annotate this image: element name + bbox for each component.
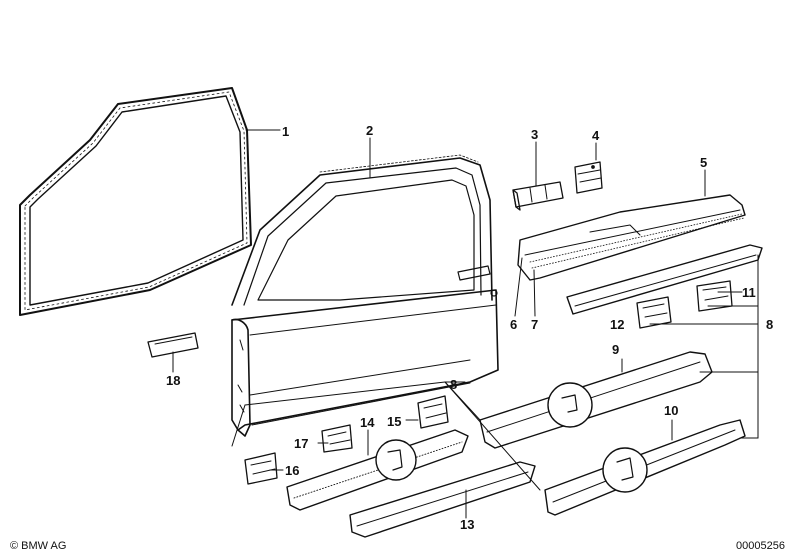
callout-12: 12 [610, 317, 625, 332]
callout-4: 4 [592, 128, 600, 143]
callout-9: 9 [612, 342, 620, 357]
callout-5: 5 [700, 155, 708, 170]
callout-18: 18 [166, 373, 181, 388]
callout-10: 10 [664, 403, 679, 418]
callout-11: 11 [742, 285, 756, 300]
callout-15: 15 [387, 414, 402, 429]
trim-strip-upper-drawing [567, 245, 762, 314]
seal-part-14-drawing [287, 430, 468, 510]
callout-13: 13 [460, 517, 475, 532]
sill-trim-drawing [518, 195, 745, 280]
clip-part-15-drawing [418, 396, 448, 428]
trim-part-13-drawing [350, 462, 535, 537]
copyright-text: © BMW AG [10, 540, 67, 552]
leader-lines [172, 129, 759, 519]
callout-8-right: 8 [766, 317, 774, 332]
callout-14: 14 [360, 415, 375, 430]
rail-part-9-drawing [480, 352, 712, 448]
clip-part-12-drawing [637, 297, 671, 328]
callout-2: 2 [366, 123, 374, 138]
callout-16: 16 [285, 463, 300, 478]
diagram-id: 00005256 [736, 540, 785, 552]
callout-6: 6 [510, 317, 518, 332]
rail-part-10-drawing [545, 420, 745, 515]
callout-3: 3 [531, 127, 539, 142]
callout-8: 8 [450, 377, 458, 392]
callout-7: 7 [531, 317, 539, 332]
clip-part-16-drawing [245, 453, 277, 484]
clip-part-18-drawing [148, 333, 198, 357]
door-shell-drawing [232, 155, 498, 436]
callout-1: 1 [282, 124, 290, 139]
door-seal-drawing [20, 88, 251, 315]
clip-part-17-drawing [322, 425, 352, 452]
callout-17: 17 [294, 436, 309, 451]
clip-part-4-drawing [575, 162, 602, 193]
clip-part-3-drawing [513, 182, 563, 210]
